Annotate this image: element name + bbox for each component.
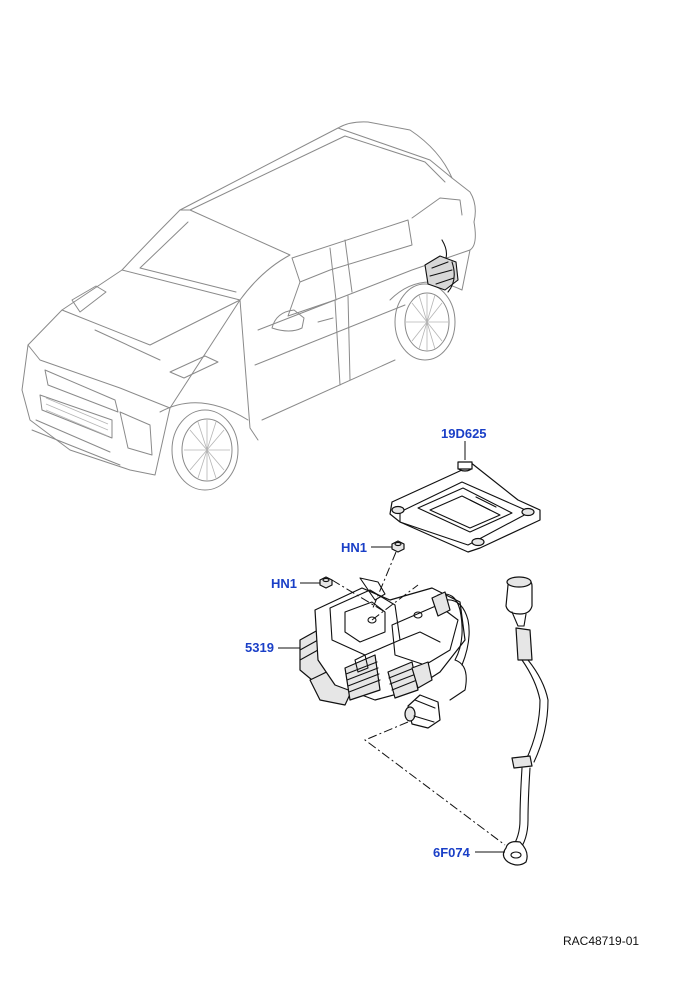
vehicle-outline-icon: [21, 121, 476, 491]
hex-nut-icon: [391, 540, 405, 553]
illustration-reference-code: RAC48719-01: [563, 934, 640, 948]
mounting-bracket-icon: [389, 461, 541, 553]
hex-nut-icon: [319, 576, 333, 589]
callout-intake-hose[interactable]: 6F074: [433, 845, 470, 860]
intake-hose-icon: [502, 576, 549, 866]
callout-mounting-bracket[interactable]: 19D625: [441, 426, 487, 441]
assembly-centre-lines: [331, 551, 506, 846]
air-suspension-compressor-icon: [299, 577, 470, 729]
callout-nut-lower[interactable]: HN1: [271, 576, 298, 591]
callout-nut-upper[interactable]: HN1: [341, 540, 368, 555]
callout-compressor[interactable]: 5319: [245, 640, 274, 655]
